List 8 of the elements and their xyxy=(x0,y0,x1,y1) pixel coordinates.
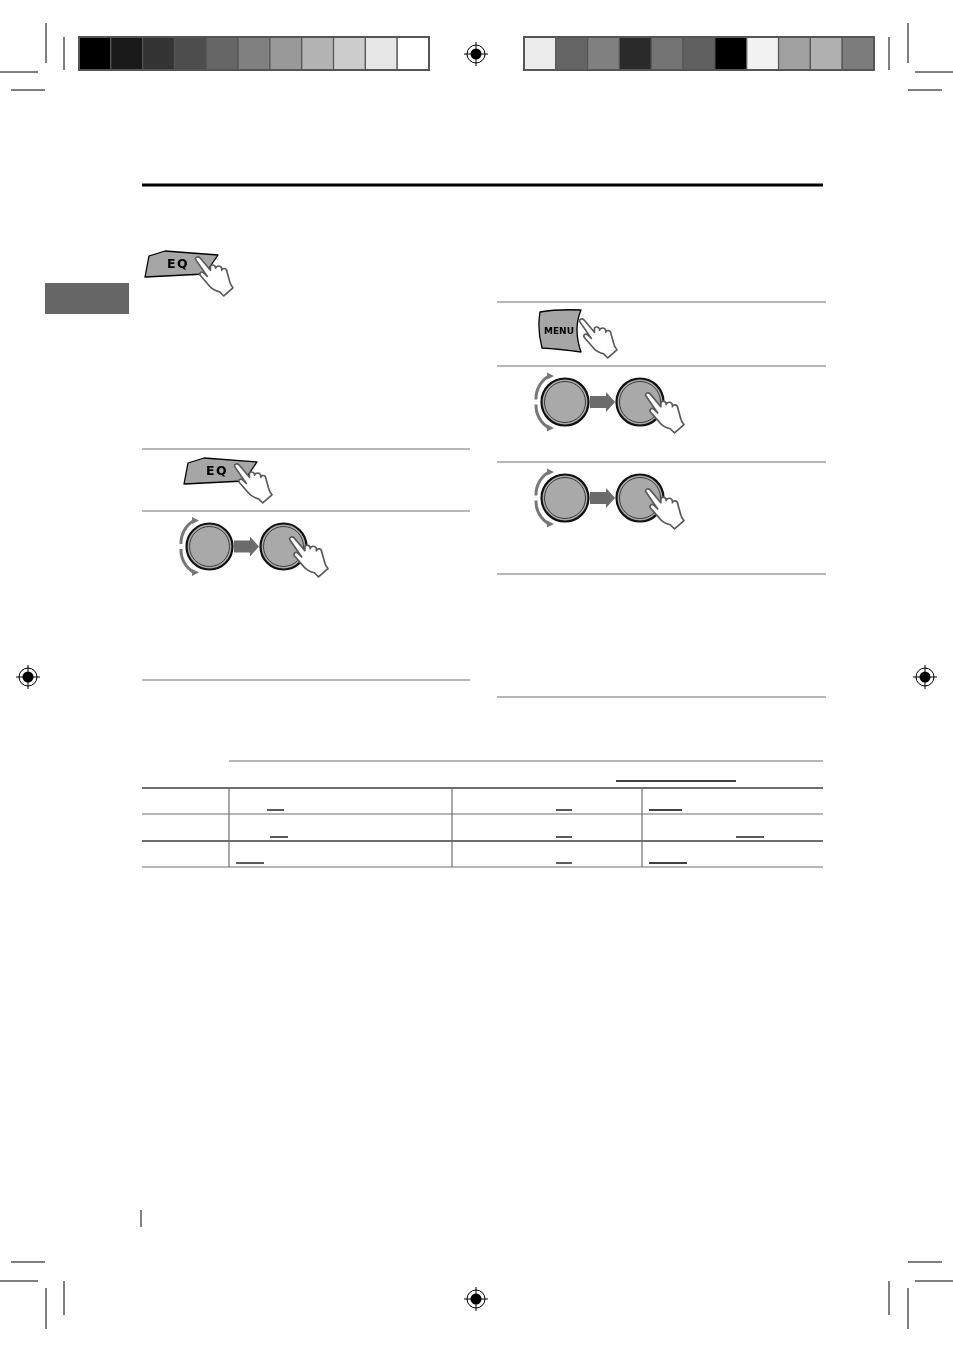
menu-key: MENU xyxy=(537,309,583,353)
section-tab xyxy=(45,283,129,314)
arrow xyxy=(590,392,615,412)
dial-knob xyxy=(540,377,590,427)
dial-knob xyxy=(185,522,234,571)
dial-knob xyxy=(540,473,590,523)
arrow xyxy=(590,488,615,508)
arrow xyxy=(234,536,259,557)
